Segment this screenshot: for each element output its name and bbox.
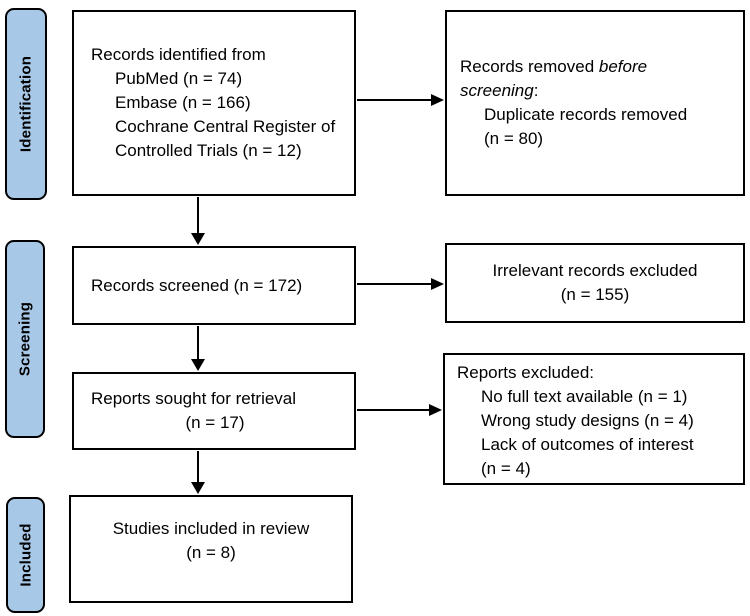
box-irrelevant-excluded: Irrelevant records excluded (n = 155) (445, 243, 745, 323)
records-removed-intro-colon: : (533, 81, 539, 100)
arrow-down-head-icon (191, 482, 205, 494)
box-records-identified: Records identified from PubMed (n = 74) … (72, 10, 356, 196)
arrow-retrieval-to-included (191, 451, 205, 494)
box-studies-included: Studies included in review (n = 8) (69, 495, 353, 603)
irrelevant-excluded-line1: Irrelevant records excluded (492, 261, 698, 280)
box-reports-excluded: Reports excluded: No full text available… (443, 353, 745, 485)
arrow-screened-to-irrelevant (357, 278, 444, 290)
arrow-right-head-icon (429, 404, 442, 416)
records-identified-source-embase: Embase (n = 166) (115, 93, 251, 112)
records-identified-source-cochrane-2: Controlled Trials (n = 12) (115, 141, 302, 160)
records-removed-intro-line1: Records removed before (460, 55, 735, 79)
irrelevant-excluded-count: (n = 155) (560, 285, 630, 304)
arrow-right-head-icon (431, 278, 444, 290)
arrow-identified-to-screened (191, 197, 205, 245)
records-identified-intro: Records identified from (91, 45, 266, 64)
stage-screening-label: Screening (16, 301, 34, 377)
studies-included-count: (n = 8) (186, 543, 236, 562)
arrow-right-head-icon (431, 94, 444, 106)
arrow-retrieval-to-excluded (357, 404, 442, 416)
reports-excluded-lack-outcomes: Lack of outcomes of interest (481, 435, 694, 454)
reports-excluded-no-fulltext: No full text available (n = 1) (481, 387, 688, 406)
records-removed-intro-italic: before (598, 57, 648, 76)
arrow-shaft (357, 283, 432, 285)
records-removed-duplicates: Duplicate records removed (484, 105, 688, 124)
records-identified-source-cochrane-1: Cochrane Central Register of (115, 117, 336, 136)
stage-included: Included (6, 497, 45, 613)
arrow-screened-to-retrieval (191, 326, 205, 371)
arrow-down-head-icon (191, 359, 205, 371)
arrow-down-head-icon (191, 233, 205, 245)
arrow-shaft (197, 451, 199, 483)
reports-excluded-lack-outcomes-count: (n = 4) (481, 459, 531, 478)
box-records-removed: Records removed before screening: Duplic… (445, 10, 745, 196)
reports-excluded-intro: Reports excluded: (457, 363, 595, 382)
records-removed-intro-line2: screening: (460, 79, 735, 103)
studies-included-line1: Studies included in review (112, 519, 310, 538)
box-reports-retrieval: Reports sought for retrieval (n = 17) (72, 372, 356, 450)
arrow-shaft (197, 326, 199, 360)
stage-included-label: Included (17, 523, 34, 587)
records-screened-line: Records screened (n = 172) (91, 275, 303, 295)
stage-identification: Identification (5, 8, 47, 200)
records-identified-source-pubmed: PubMed (n = 74) (115, 69, 243, 88)
records-removed-count: (n = 80) (484, 129, 544, 148)
stage-identification-label: Identification (17, 55, 35, 153)
reports-retrieval-line1: Reports sought for retrieval (91, 389, 297, 408)
stage-screening: Screening (5, 240, 45, 438)
arrow-identified-to-removed (357, 94, 444, 106)
box-records-screened: Records screened (n = 172) (72, 246, 356, 325)
records-removed-intro-normal: Records removed (460, 57, 599, 76)
reports-retrieval-count: (n = 17) (185, 413, 245, 432)
arrow-shaft (357, 99, 432, 101)
records-removed-intro-italic2: screening (460, 81, 534, 100)
reports-excluded-wrong-design: Wrong study designs (n = 4) (481, 411, 694, 430)
arrow-shaft (197, 197, 199, 234)
arrow-shaft (357, 409, 430, 411)
